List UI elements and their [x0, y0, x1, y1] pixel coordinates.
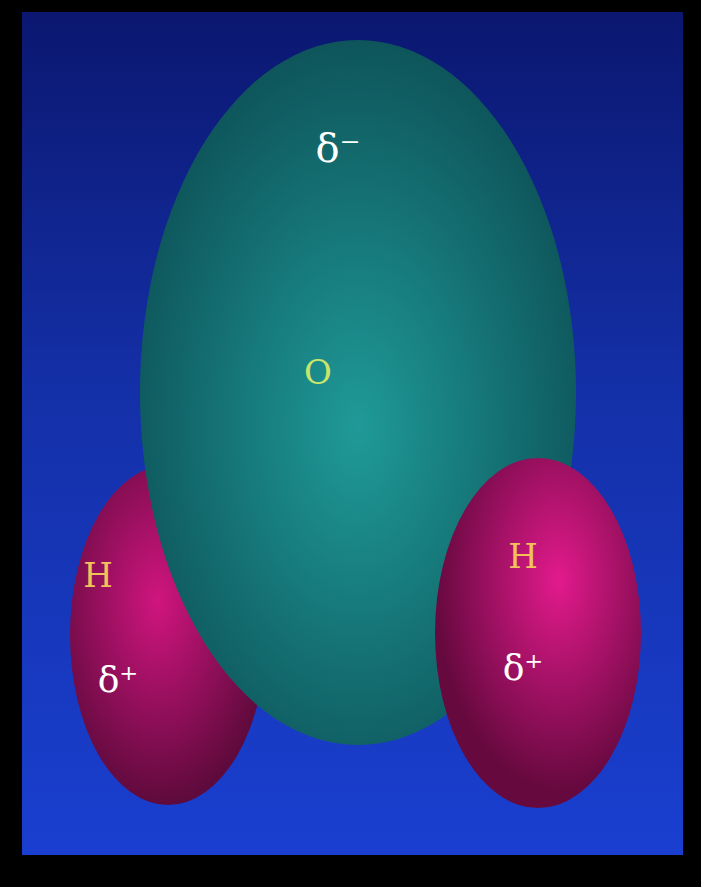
hydrogen-atom-ellipse: [70, 465, 266, 805]
element-symbol: O: [304, 355, 332, 389]
hydrogen-atom: Hδ⁺: [435, 458, 641, 808]
element-symbol: H: [508, 539, 538, 573]
partial-charge: δ⁺: [503, 650, 544, 686]
partial-charge: δ⁻: [315, 128, 360, 168]
partial-charge: δ⁺: [98, 662, 139, 698]
hydrogen-atom-shape: [435, 458, 641, 808]
element-symbol: H: [83, 558, 113, 592]
hydrogen-atom-ellipse: [435, 458, 641, 808]
